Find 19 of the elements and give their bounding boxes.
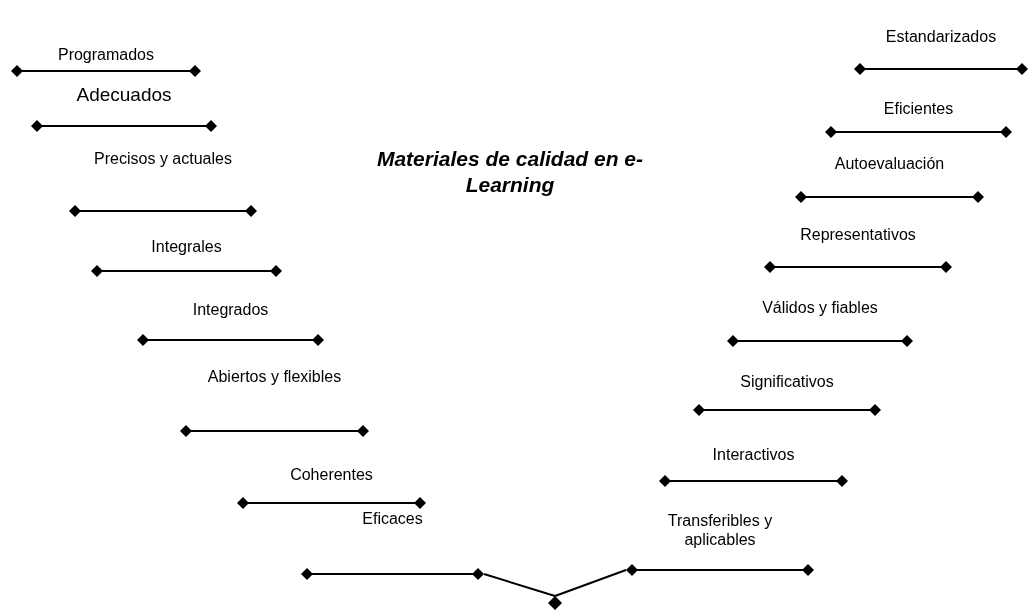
quality-label: Significativos — [739, 373, 835, 392]
quality-label: Integrados — [191, 301, 270, 320]
quality-label: Eficientes — [882, 100, 955, 119]
quality-label: Abiertos y flexibles — [206, 368, 343, 387]
quality-label: Válidos y fiables — [761, 299, 879, 318]
quality-label: Adecuados — [75, 84, 173, 107]
connector-line — [483, 573, 556, 597]
quality-label: Coherentes — [289, 466, 374, 485]
connector-line — [554, 569, 627, 597]
quality-label: Estandarizados — [884, 28, 998, 47]
quality-label: Precisos y actuales — [93, 150, 233, 169]
quality-label: Interactivos — [711, 446, 796, 465]
diagram-title: Materiales de calidad en e-Learning — [375, 146, 645, 199]
quality-label: Integrales — [150, 238, 223, 257]
quality-label: Transferibles y aplicables — [666, 512, 774, 550]
quality-label: Autoevaluación — [833, 155, 946, 174]
quality-label: Programados — [56, 46, 155, 65]
quality-label: Representativos — [799, 226, 917, 245]
quality-label: Eficaces — [361, 510, 424, 529]
